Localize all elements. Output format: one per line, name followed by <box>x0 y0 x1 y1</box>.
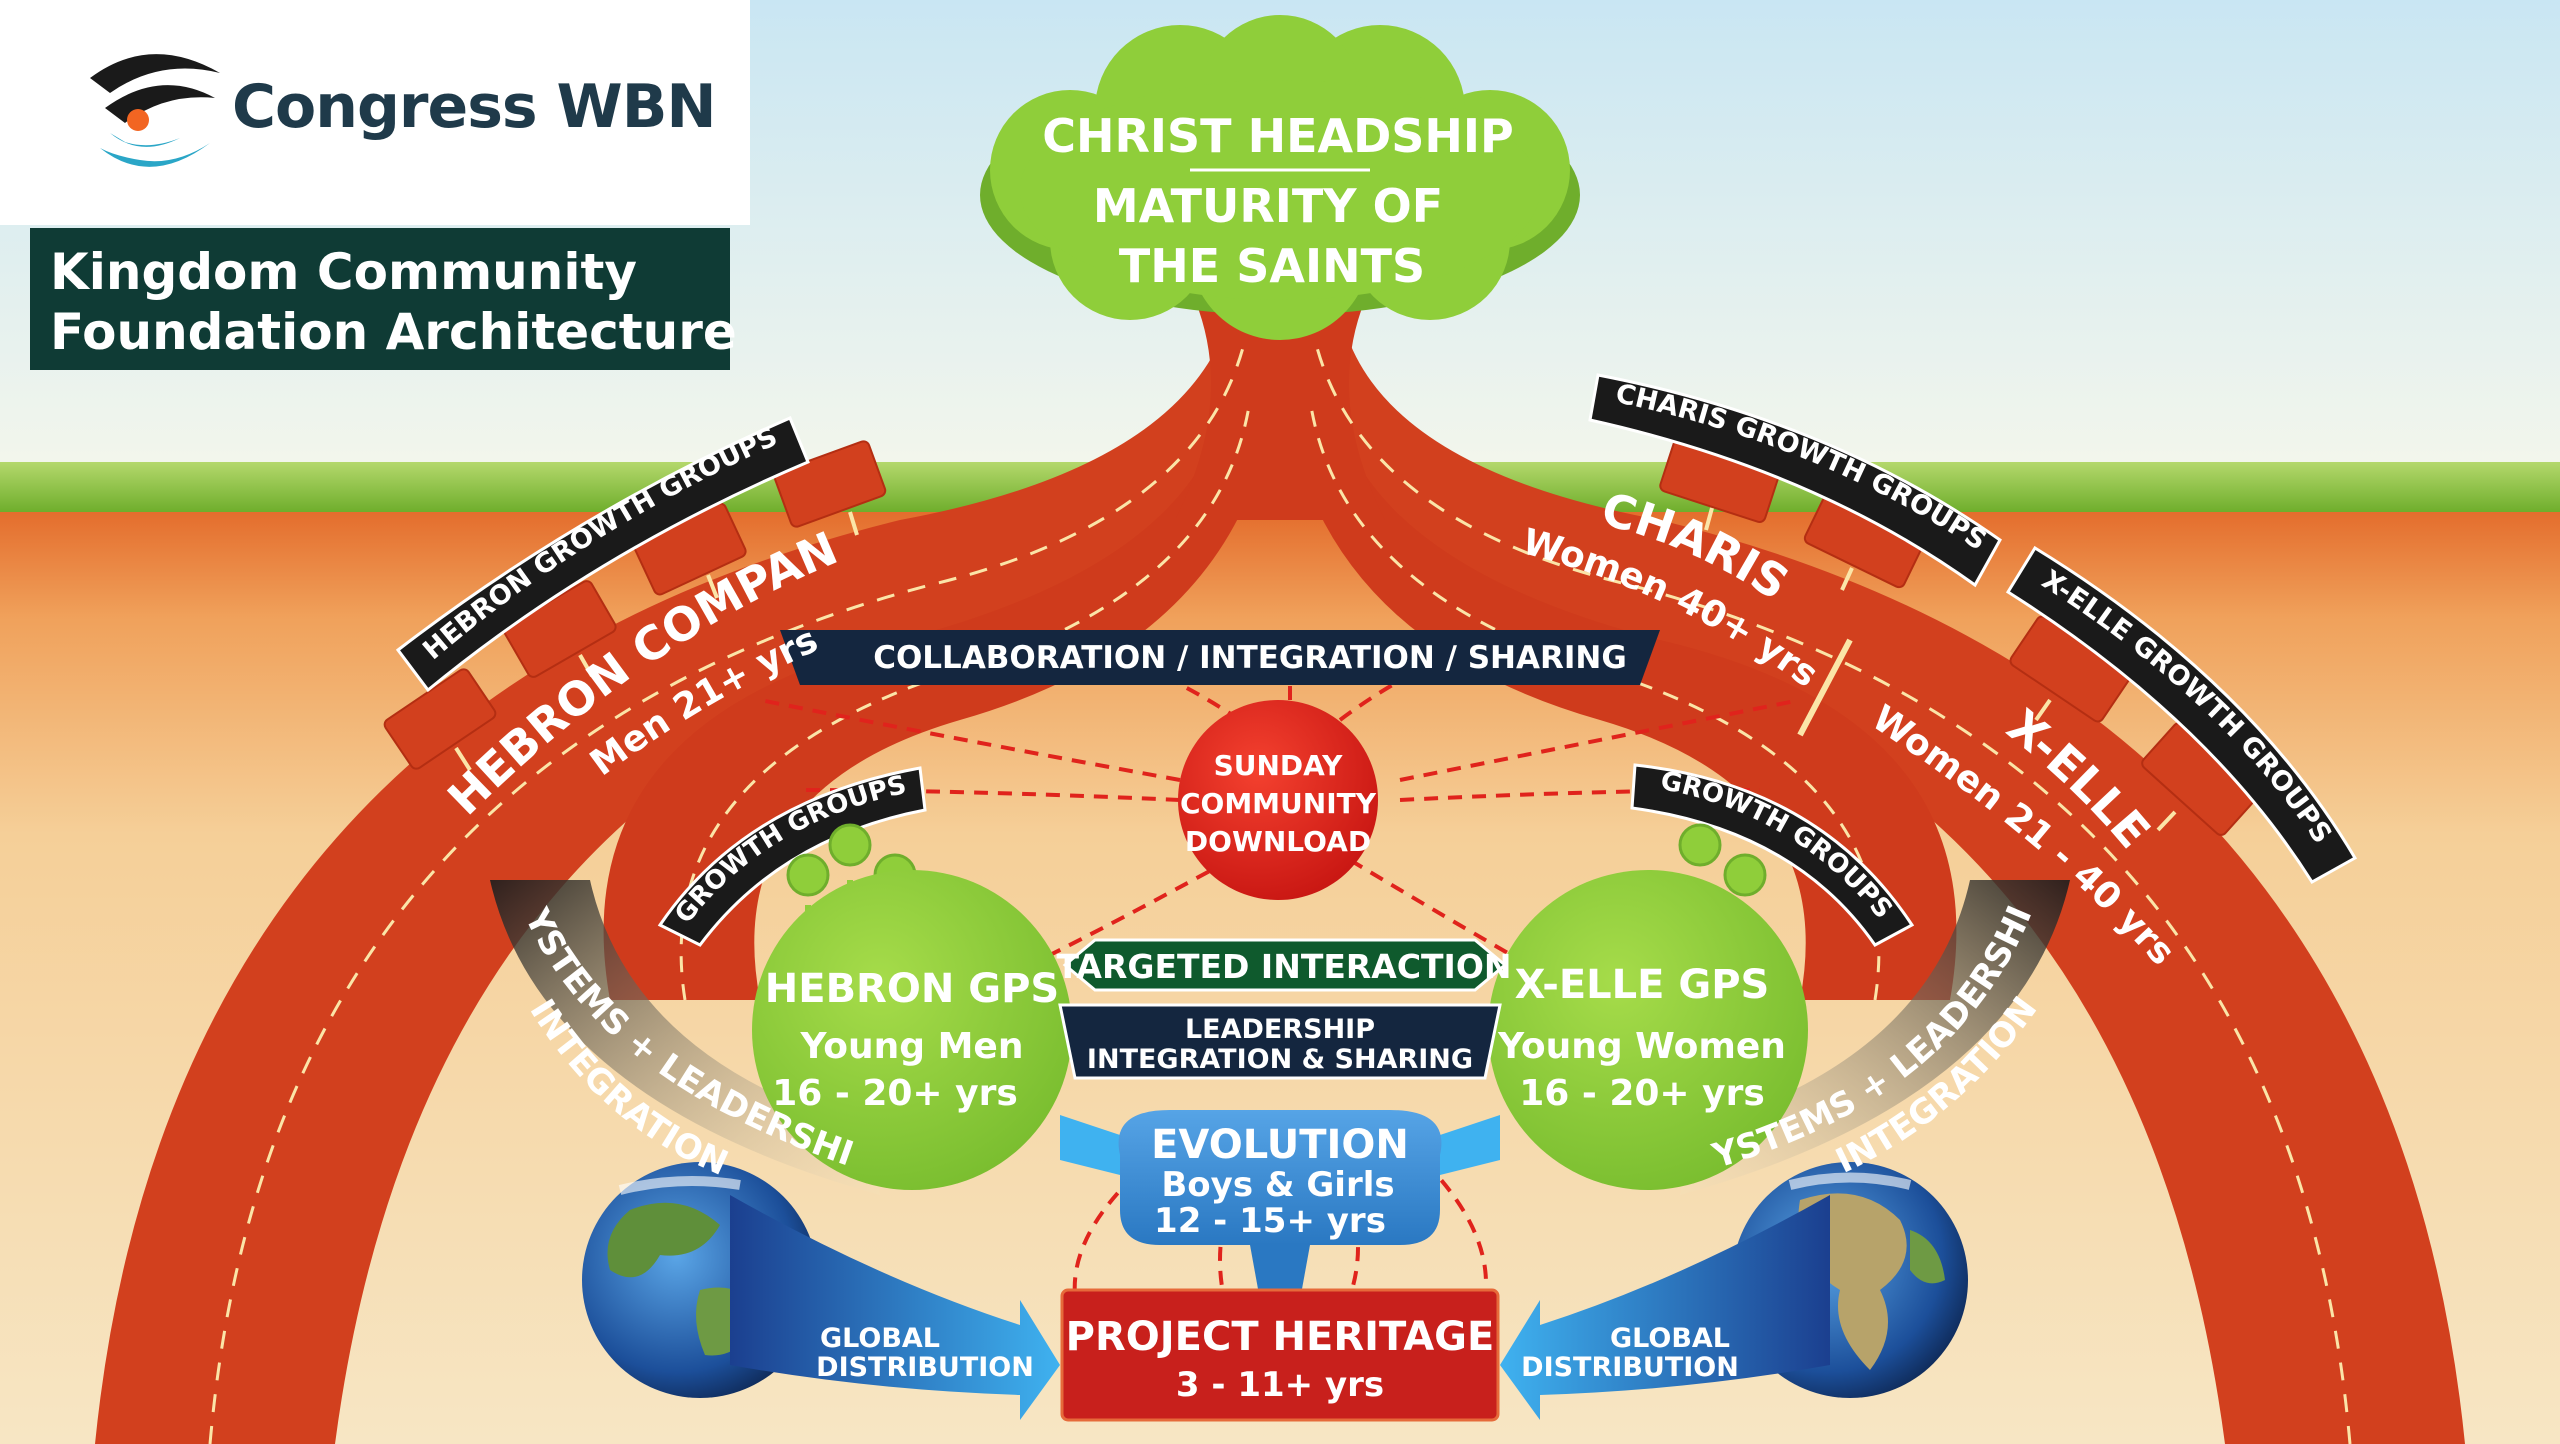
title-line-1: Kingdom Community <box>50 243 637 301</box>
tree-crown <box>980 15 1580 340</box>
tree-trunk <box>1175 300 1385 520</box>
charis-xelle-arch <box>1300 330 2465 1444</box>
evolution-title: EVOLUTION <box>1151 1122 1409 1168</box>
left-road-line <box>208 339 1247 1444</box>
right-global-arrow <box>1500 1195 1830 1420</box>
tree-title-maturity: MATURITY OF <box>1093 179 1443 233</box>
project-heritage-sub: 3 - 11+ yrs <box>1176 1365 1384 1405</box>
charis-growth-banner <box>1588 373 2002 588</box>
leadership-line1: LEADERSHIP <box>1185 1014 1375 1045</box>
right-global-line1: GLOBAL <box>1610 1323 1730 1354</box>
brand-name: Congress WBN <box>232 72 717 142</box>
xelle-gps-sub2: 16 - 20+ yrs <box>1519 1073 1765 1114</box>
right-road-line <box>1313 339 2352 1444</box>
leadership-line2: INTEGRATION & SHARING <box>1087 1044 1473 1075</box>
xelle-gps-circle <box>1488 870 1808 1190</box>
right-global-line2: DISTRIBUTION <box>1521 1352 1739 1383</box>
xelle-gps-title: X-ELLE GPS <box>1515 962 1770 1008</box>
tree-title-saints: THE SAINTS <box>1119 239 1425 293</box>
left-inner-road-line <box>679 399 1252 1001</box>
right-inner-road-line <box>1308 399 1881 1001</box>
swoosh-logo-icon <box>90 54 220 167</box>
targeted-interaction-arrow <box>1062 938 1508 992</box>
left-global-line2: DISTRIBUTION <box>816 1352 1034 1383</box>
charis-growth-boxes <box>1659 434 2259 836</box>
sunday-line3: DOWNLOAD <box>1185 825 1371 858</box>
hebron-evolution-link <box>1060 1115 1120 1175</box>
evolution-stem <box>1250 1245 1310 1300</box>
page-title: Kingdom Community Foundation Architectur… <box>30 228 737 370</box>
left-global-arrow <box>730 1195 1060 1420</box>
hebron-growth-boxes <box>383 440 887 770</box>
targeted-interaction-text: TARGETED INTERACTION <box>1056 947 1511 986</box>
xelle-small-growth-banner <box>1630 763 1915 947</box>
xelle-gps-sub1: Young Women <box>1497 1026 1786 1067</box>
evolution-sub2: 12 - 15+ yrs <box>1154 1201 1386 1241</box>
xelle-evolution-link <box>1440 1115 1500 1175</box>
left-global-line1: GLOBAL <box>820 1323 940 1354</box>
sunday-community-circle <box>1178 700 1378 900</box>
charis-xelle-divider <box>1797 638 1853 737</box>
evolution-sub1: Boys & Girls <box>1161 1165 1394 1205</box>
hebron-company-arch <box>95 330 1260 1444</box>
hebron-gps-sub1: Young Men <box>800 1026 1024 1067</box>
hebron-gps-sub2: 16 - 20+ yrs <box>772 1073 1018 1114</box>
tree-title-christ-headship: CHRIST HEADSHIP <box>1042 109 1513 163</box>
sunday-line1: SUNDAY <box>1214 749 1344 782</box>
leadership-banner <box>1058 1003 1502 1080</box>
project-heritage-box <box>1060 1288 1500 1422</box>
title-line-2: Foundation Architecture <box>50 303 737 361</box>
collaboration-banner <box>780 630 1660 685</box>
project-heritage-title: PROJECT HERITAGE <box>1066 1314 1495 1360</box>
brand-logo-panel: Congress WBN <box>0 0 750 225</box>
charis-box-stems <box>1704 507 2177 832</box>
hebron-gps-title: HEBRON GPS <box>765 966 1059 1012</box>
collaboration-text: COLLABORATION / INTEGRATION / SHARING <box>873 640 1627 676</box>
xelle-growth-banner <box>2005 545 2358 885</box>
evolution-cloud <box>1118 1110 1442 1245</box>
hebron-gps-circle <box>752 870 1072 1190</box>
hebron-growth-banner <box>395 416 810 693</box>
sunday-line2: COMMUNITY <box>1180 787 1377 820</box>
hebron-box-stems <box>454 511 859 772</box>
hebron-small-growth-banner <box>657 766 927 947</box>
